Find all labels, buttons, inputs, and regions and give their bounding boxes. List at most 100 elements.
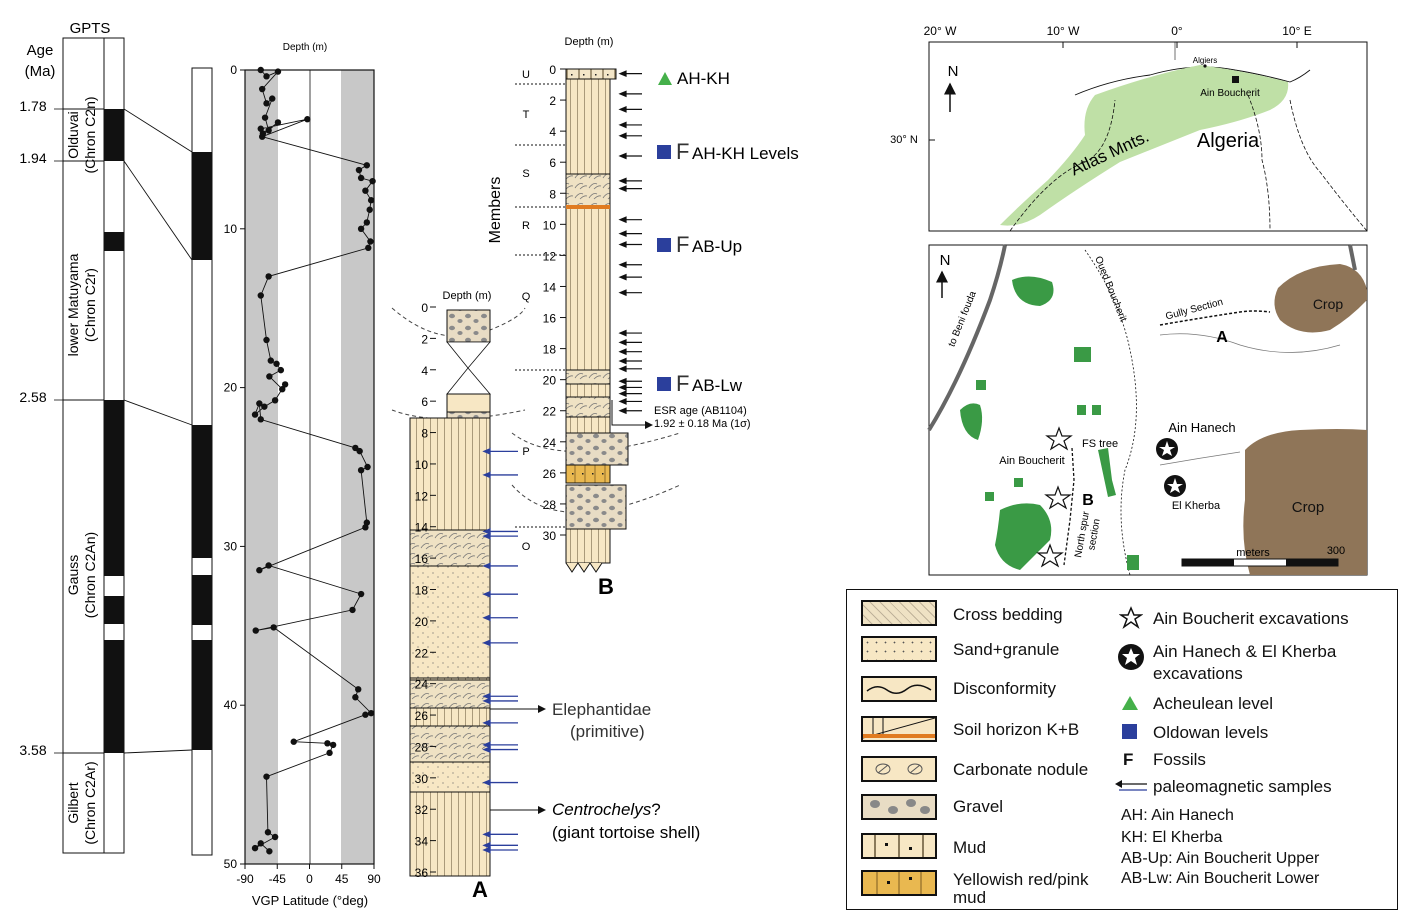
fossil-letter: F <box>676 232 689 257</box>
section-a-depth-tick: 34 <box>415 835 429 849</box>
swatch-soil <box>861 716 937 742</box>
abbr-abup: AB-Up: Ain Boucherit Upper <box>1121 850 1320 867</box>
vgp-point <box>264 829 272 836</box>
ain-hanech-icon <box>1156 438 1178 460</box>
vgp-point <box>357 590 365 598</box>
vgp-point <box>259 133 266 140</box>
section-a-depth-tick: 22 <box>415 646 429 660</box>
chron-matuyama-id: (Chron C2r) <box>82 268 98 342</box>
legend-yellow-mud-1: Yellowish red/pink <box>953 870 1089 889</box>
level-label-abup: AB-Up <box>692 237 742 256</box>
vgp-point <box>257 66 264 74</box>
chron-gilbert-id: (Chron C2Ar) <box>82 761 98 844</box>
vgp-point <box>257 292 264 299</box>
section-b-depth-tick: 8 <box>549 187 556 201</box>
section-a-depth-tick: 8 <box>421 427 428 441</box>
vgp-y-tick: 50 <box>224 857 238 871</box>
vgp-point <box>271 833 279 841</box>
vgp-point <box>274 119 282 126</box>
legend-carbonate: Carbonate nodule <box>953 760 1089 779</box>
abbr-kh: KH: El Kherba <box>1121 829 1223 846</box>
lat-label: 30° N <box>890 134 918 146</box>
swatch-carbonate <box>861 756 937 782</box>
vgp-x-tick: -45 <box>269 872 287 886</box>
age-tick: 1.78 <box>19 98 46 114</box>
section-b-depth-tick: 24 <box>543 436 557 450</box>
swatch-cross-bedding <box>861 600 937 626</box>
section-a-depth-tick: 24 <box>415 678 429 692</box>
section-a-depth-tick: 18 <box>415 584 429 598</box>
oldowan-square-icon <box>657 377 671 391</box>
vgp-x-tick: -90 <box>236 872 254 886</box>
vgp-point <box>251 411 259 418</box>
vgp-point <box>367 197 375 204</box>
site-areas <box>960 276 1139 570</box>
section-a-depth-tick: 36 <box>415 866 429 880</box>
section-a-depth-tick: 0 <box>421 301 428 315</box>
vgp-point <box>261 403 268 410</box>
legend-ab-excavations: Ain Boucherit excavations <box>1153 609 1349 628</box>
member-label: S <box>522 168 529 180</box>
scale-label: meters <box>1236 547 1270 559</box>
vgp-point <box>363 219 371 226</box>
section-b-depth-tick: 28 <box>543 498 557 512</box>
algeria-label: Algeria <box>1197 130 1260 152</box>
vgp-point <box>273 360 280 367</box>
vgp-point <box>279 385 286 393</box>
vgp-point <box>367 709 375 717</box>
annotation-elephantidae-note: (primitive) <box>570 722 645 741</box>
section-b-depth-tick: 22 <box>543 405 557 419</box>
ain-boucherit-star-icon <box>1044 485 1072 510</box>
vgp-point <box>263 336 270 344</box>
section-b-depth-tick: 4 <box>549 125 556 139</box>
acheulean-triangle-icon <box>658 72 672 85</box>
vgp-point <box>363 162 371 169</box>
vgp-point <box>256 400 263 407</box>
vgp-point <box>265 273 272 280</box>
vgp-point <box>263 100 270 107</box>
vgp-point <box>326 749 333 757</box>
vgp-point <box>265 127 272 134</box>
vgp-y-tick: 40 <box>224 698 238 712</box>
section-a-depth-tick: 32 <box>415 803 429 817</box>
el-kherba-icon <box>1164 475 1186 497</box>
section-b-depth-tick: 26 <box>543 467 557 481</box>
age-tick: 1.94 <box>19 150 46 166</box>
section-b-depth-tick: 20 <box>543 374 557 388</box>
vgp-y-tick: 30 <box>224 539 238 553</box>
fossil-letter: F <box>676 139 689 164</box>
chron-gilbert: Gilbert <box>65 782 81 823</box>
section-a-depth-tick: 30 <box>415 772 429 786</box>
section-b-depth-tick: 18 <box>543 343 557 357</box>
swatch-disconformity <box>861 676 937 702</box>
member-label: R <box>522 220 530 232</box>
member-label: O <box>522 541 531 553</box>
section-b-depth-label: Depth (m) <box>565 36 614 48</box>
vgp-y-tick: 10 <box>224 222 238 236</box>
vgp-xlabel: VGP Latitude (°deg) <box>252 893 368 908</box>
gpts-panel: GPTS Age (Ma) 1.78 1.94 2.58 3.58 Olduva… <box>19 20 213 856</box>
north-spur-label-2: section <box>1086 518 1102 551</box>
vgp-point <box>324 740 331 747</box>
legend-soil: Soil horizon K+B <box>953 720 1080 739</box>
vgp-point <box>329 741 337 749</box>
legend-paleomag: paleomagnetic samples <box>1153 777 1332 796</box>
vgp-point <box>265 562 272 569</box>
member-label: T <box>523 109 530 121</box>
section-b-depth-tick: 12 <box>543 249 557 263</box>
oldowan-square-icon <box>657 238 671 252</box>
swatch-gravel <box>861 794 937 820</box>
vgp-point <box>267 357 274 364</box>
section-a-map-label: A <box>1216 329 1228 346</box>
crop-label: Crop <box>1292 499 1325 516</box>
vgp-x-tick: 45 <box>335 872 349 886</box>
level-label-ahkh-levels: AH-KH Levels <box>692 144 799 163</box>
vgp-point <box>355 166 363 174</box>
esr-age-line1: ESR age (AB1104) <box>654 405 747 417</box>
section-a-label: A <box>472 877 488 902</box>
chron-gauss: Gauss <box>65 555 81 595</box>
section-b-depth-tick: 30 <box>543 529 557 543</box>
legend-gravel: Gravel <box>953 797 1004 816</box>
